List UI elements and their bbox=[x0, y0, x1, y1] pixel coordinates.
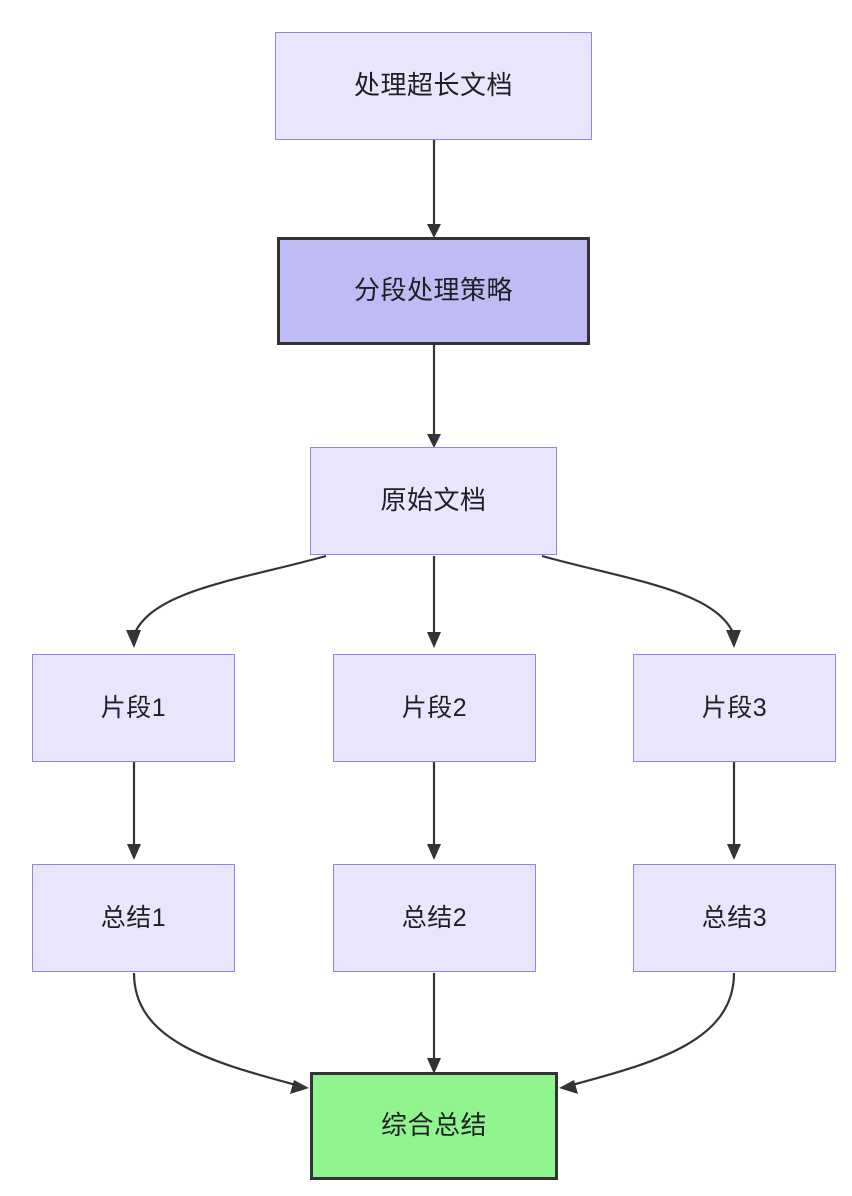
arrowhead-summary-3-top bbox=[727, 844, 741, 860]
node-start-label: 处理超长文档 bbox=[353, 70, 513, 101]
arrowhead-summary-2-top bbox=[427, 844, 441, 860]
edge-source-doc-to-fragment-3 bbox=[541, 554, 736, 636]
node-start[interactable]: 处理超长文档 bbox=[275, 32, 592, 140]
edge-source-doc-to-fragment-1 bbox=[132, 554, 327, 636]
node-source-doc[interactable]: 原始文档 bbox=[310, 447, 557, 555]
node-fragment-3[interactable]: 片段3 bbox=[633, 654, 836, 762]
edge-summary-3-to-final-summary bbox=[571, 972, 736, 1087]
node-final-summary-label: 综合总结 bbox=[380, 1110, 487, 1141]
node-source-doc-label: 原始文档 bbox=[380, 485, 487, 516]
arrowhead-final-summary-left bbox=[290, 1080, 309, 1094]
node-final-summary[interactable]: 综合总结 bbox=[310, 1072, 558, 1180]
node-strategy-label: 分段处理策略 bbox=[353, 275, 513, 306]
node-fragment-1[interactable]: 片段1 bbox=[32, 654, 235, 762]
arrowhead-fragment-3-top bbox=[726, 630, 741, 648]
node-summary-1-label: 总结1 bbox=[100, 904, 167, 932]
node-strategy[interactable]: 分段处理策略 bbox=[277, 237, 590, 345]
node-summary-3[interactable]: 总结3 bbox=[633, 864, 836, 972]
node-fragment-3-label: 片段3 bbox=[701, 694, 768, 722]
node-summary-2-label: 总结2 bbox=[401, 904, 468, 932]
arrowhead-fragment-1-top bbox=[126, 630, 141, 648]
arrowhead-source-doc-top bbox=[427, 434, 441, 448]
arrowhead-summary-1-top bbox=[127, 844, 141, 860]
node-fragment-2[interactable]: 片段2 bbox=[333, 654, 536, 762]
node-fragment-2-label: 片段2 bbox=[401, 694, 468, 722]
node-summary-1[interactable]: 总结1 bbox=[32, 864, 235, 972]
arrowhead-final-summary-right bbox=[559, 1080, 578, 1094]
node-summary-3-label: 总结3 bbox=[701, 904, 768, 932]
node-summary-2[interactable]: 总结2 bbox=[333, 864, 536, 972]
edge-summary-1-to-final-summary bbox=[132, 972, 297, 1087]
node-fragment-1-label: 片段1 bbox=[100, 694, 167, 722]
arrowhead-fragment-2-top bbox=[427, 632, 441, 648]
arrowhead-strategy-top bbox=[427, 224, 441, 238]
